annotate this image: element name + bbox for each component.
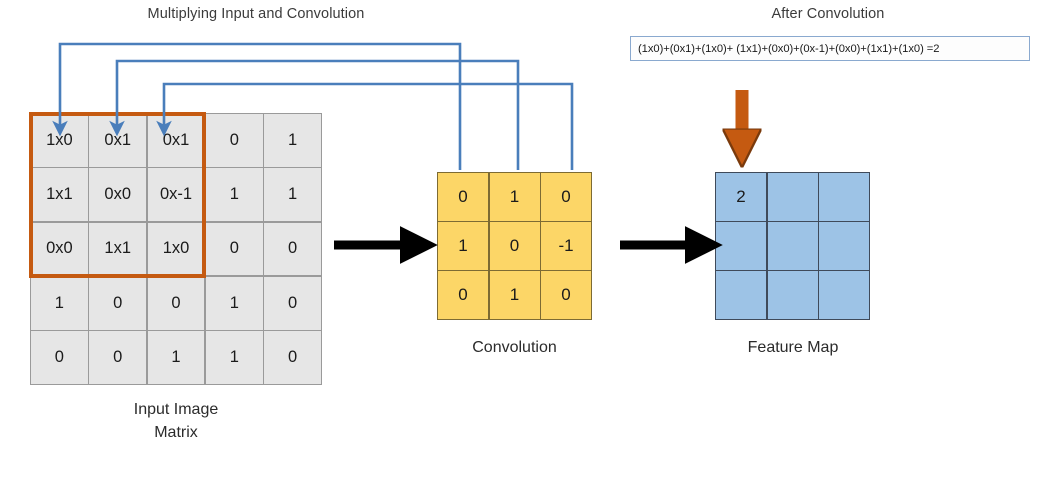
input-cell-r4c0: 0 (31, 331, 88, 384)
feature-map-caption: Feature Map (747, 339, 839, 356)
feature-cell-r2c0 (716, 271, 766, 319)
input-cell-r3c1: 0 (89, 276, 147, 330)
kernel-cell-r2c2: 0 (541, 271, 591, 319)
kernel-cell-r1c2: -1 (541, 222, 591, 270)
input-cell-r0c3: 0 (205, 114, 263, 167)
feature-map-matrix: 2 (715, 172, 870, 320)
feature-cell-r0c1 (767, 173, 818, 221)
convolution-formula-box: (1x0)+(0x1)+(1x0)+ (1x1)+(0x0)+(0x-1)+(0… (630, 36, 1030, 61)
input-cell-r2c1: 1x1 (89, 222, 147, 276)
input-cell-r4c1: 0 (89, 331, 147, 384)
input-cell-r1c4: 1 (264, 168, 321, 222)
feature-cell-r0c0: 2 (716, 173, 766, 221)
input-cell-r2c0: 0x0 (31, 222, 88, 276)
input-cell-r0c4: 1 (264, 114, 321, 167)
input-cell-r2c4: 0 (264, 222, 321, 276)
input-cell-r2c3: 0 (205, 222, 263, 276)
kernel-cell-r1c1: 0 (489, 222, 540, 270)
heading-multiplying-input-and-convolution: Multiplying Input and Convolution (147, 6, 365, 22)
input-cell-r1c3: 1 (205, 168, 263, 222)
kernel-cell-r0c0: 0 (438, 173, 488, 221)
input-matrix-caption: Input Image Matrix (86, 398, 266, 444)
input-image-matrix: 1x0 0x1 0x1 0 1 1x1 0x0 0x-1 1 1 0x0 1x1… (30, 113, 322, 385)
input-cell-r3c3: 1 (205, 276, 263, 330)
input-cell-r1c1: 0x0 (89, 168, 147, 222)
input-cell-r2c2: 1x0 (147, 222, 205, 276)
feature-cell-r1c1 (767, 222, 818, 270)
input-cell-r4c3: 1 (205, 331, 263, 384)
kernel-cell-r1c0: 1 (438, 222, 488, 270)
input-matrix-caption-line2: Matrix (154, 424, 198, 442)
kernel-cell-r0c2: 0 (541, 173, 591, 221)
input-cell-r0c1: 0x1 (89, 114, 147, 167)
feature-cell-r1c0 (716, 222, 766, 270)
input-cell-r1c0: 1x1 (31, 168, 88, 222)
input-cell-r4c4: 0 (264, 331, 321, 384)
kernel-cell-r0c1: 1 (489, 173, 540, 221)
feature-cell-r2c1 (767, 271, 818, 319)
input-cell-r1c2: 0x-1 (147, 168, 205, 222)
convolution-caption: Convolution (472, 339, 557, 356)
input-cell-r3c4: 0 (264, 276, 321, 330)
input-cell-r3c2: 0 (147, 276, 205, 330)
input-matrix-caption-line1: Input Image (133, 401, 219, 418)
feature-cell-r1c2 (819, 222, 869, 270)
kernel-cell-r2c0: 0 (438, 271, 488, 319)
kernel-cell-r2c1: 1 (489, 271, 540, 319)
convolution-kernel-matrix: 0 1 0 1 0 -1 0 1 0 (437, 172, 592, 320)
input-cell-r0c2: 0x1 (147, 114, 205, 167)
feature-cell-r2c2 (819, 271, 869, 319)
input-cell-r3c0: 1 (31, 276, 88, 330)
heading-after-convolution: After Convolution (771, 6, 885, 22)
input-cell-r4c2: 1 (147, 331, 205, 384)
input-cell-r0c0: 1x0 (31, 114, 88, 167)
feature-cell-r0c2 (819, 173, 869, 221)
